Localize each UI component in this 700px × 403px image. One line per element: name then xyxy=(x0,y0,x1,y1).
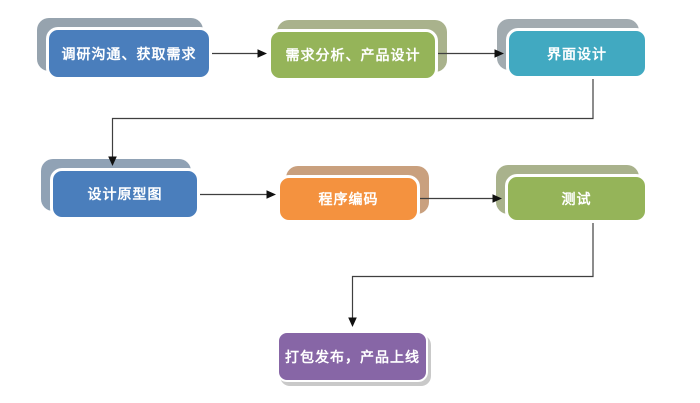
flow-node-release: 打包发布，产品上线 xyxy=(277,331,428,382)
connector-analysis-uidesign xyxy=(438,49,504,58)
node-front-card: 测试 xyxy=(505,174,648,223)
node-label: 调研沟通、获取需求 xyxy=(61,45,197,62)
node-front-card: 需求分析、产品设计 xyxy=(268,29,438,81)
node-label: 程序编码 xyxy=(318,191,379,207)
node-label: 界面设计 xyxy=(547,45,607,62)
connector-uidesign-prototype xyxy=(108,79,594,166)
node-front-card: 设计原型图 xyxy=(50,168,200,220)
flow-node-coding: 程序编码 xyxy=(277,166,429,223)
node-label: 测试 xyxy=(561,190,592,207)
node-front-card: 程序编码 xyxy=(277,175,420,223)
flow-node-prototype: 设计原型图 xyxy=(41,159,200,220)
flow-node-testing: 测试 xyxy=(496,165,648,223)
flow-node-research: 调研沟通、获取需求 xyxy=(37,18,212,80)
node-label: 需求分析、产品设计 xyxy=(285,47,421,63)
flow-node-analysis: 需求分析、产品设计 xyxy=(268,20,447,81)
flow-node-ui-design: 界面设计 xyxy=(497,19,648,79)
node-front-card: 打包发布，产品上线 xyxy=(277,331,428,382)
node-label: 设计原型图 xyxy=(87,186,163,202)
node-label: 打包发布，产品上线 xyxy=(285,348,420,365)
node-front-card: 调研沟通、获取需求 xyxy=(46,27,212,80)
node-front-card: 界面设计 xyxy=(506,28,648,79)
connector-testing-release xyxy=(348,223,594,327)
connector-prototype-coding xyxy=(200,190,276,199)
connector-research-analysis xyxy=(212,49,267,58)
connector-coding-testing xyxy=(420,194,502,203)
